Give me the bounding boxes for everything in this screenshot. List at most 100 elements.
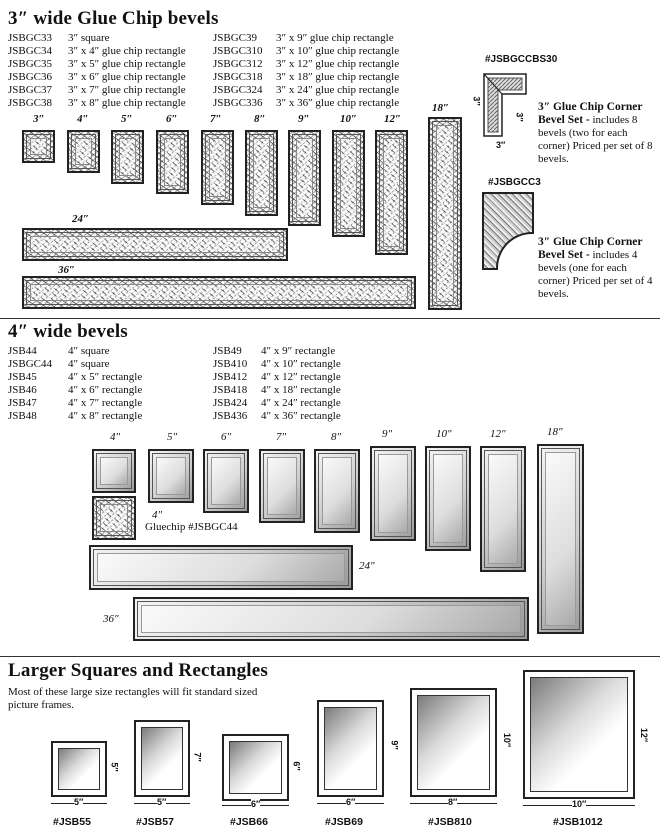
item-code: JSB45: [8, 371, 37, 383]
product-code: #JSB66: [230, 816, 268, 828]
frame-jsb810: [410, 688, 497, 797]
glue-chip-bevel-3x6: [156, 130, 189, 194]
dim-height: 6″: [291, 761, 302, 771]
item-desc: 4″ x 36″ rectangle: [261, 410, 341, 422]
section-subtitle: Most of these large size rectangles will…: [8, 686, 258, 711]
glue-chip-bevel-3x5: [111, 130, 144, 184]
size-label-9: 9″: [382, 428, 393, 440]
dim-height: 12″: [639, 727, 650, 743]
bevel-4x24: [89, 545, 353, 590]
dim-height: 9″: [389, 740, 400, 750]
size-label-9: 9″: [298, 113, 310, 125]
size-label-36: 36″: [58, 264, 76, 276]
item-code: JSB418: [213, 384, 248, 396]
corner-set-2-description: 3″ Glue Chip Corner Bevel Set - includes…: [538, 236, 660, 301]
size-label-5: 5″: [167, 431, 178, 443]
item-desc: 3″ x 36″ glue chip rectangle: [276, 97, 400, 109]
item-code: JSBGC35: [8, 58, 53, 70]
size-label-8: 8″: [331, 431, 342, 443]
item-desc: 3″ x 9″ glue chip rectangle: [276, 32, 394, 44]
item-desc: 3″ x 6″ glue chip rectangle: [68, 71, 186, 83]
item-code: JSBGC318: [213, 71, 263, 83]
item-code: JSBGC312: [213, 58, 263, 70]
gluechip-bevel-4x4: [92, 496, 136, 540]
glue-chip-bevel-3x18: [428, 117, 462, 310]
corner-set-2-text: includes 4 bevels (one for each corner) …: [538, 249, 653, 300]
dim-width: 10″: [572, 799, 587, 809]
corner-set-code: #JSBGCC3: [488, 177, 541, 188]
bevel-4x6: [203, 449, 249, 513]
size-label-7: 7″: [210, 113, 222, 125]
dim-height: 7″: [192, 752, 203, 762]
size-label-12: 12″: [490, 428, 506, 440]
item-code: JSBGC38: [8, 97, 53, 109]
item-desc: 4″ square: [68, 345, 110, 357]
item-code: JSBGC34: [8, 45, 53, 57]
item-desc: 3″ x 8″ glue chip rectangle: [68, 97, 186, 109]
corner-set-1-description: 3″ Glue Chip Corner Bevel Set - includes…: [538, 101, 660, 166]
item-code: JSB412: [213, 371, 248, 383]
bevel-4x36: [133, 597, 529, 641]
item-code: JSBGC336: [213, 97, 263, 109]
product-code: #JSB1012: [553, 816, 603, 828]
item-code: JSBGC324: [213, 84, 263, 96]
item-desc: 3″ square: [68, 32, 110, 44]
frame-jsb66: [222, 734, 289, 801]
size-label-10: 10″: [436, 428, 452, 440]
corner-set-code: #JSBGCCBS30: [485, 54, 558, 65]
item-desc: 3″ x 12″ glue chip rectangle: [276, 58, 400, 70]
frame-jsb69: [317, 700, 384, 797]
size-label-8: 8″: [254, 113, 266, 125]
size-label-18: 18″: [547, 426, 563, 438]
size-label-6: 6″: [221, 431, 232, 443]
item-code: JSB410: [213, 358, 248, 370]
item-code: JSB49: [213, 345, 242, 357]
glue-chip-bevel-3x3: [22, 130, 55, 163]
glue-chip-bevel-3x9: [288, 130, 321, 226]
item-code: JSB47: [8, 397, 37, 409]
section-title-larger: Larger Squares and Rectangles: [8, 660, 269, 681]
item-code: JSBGC44: [8, 358, 53, 370]
bevel-4x18: [537, 444, 584, 634]
item-code: JSB46: [8, 384, 37, 396]
corner-set-1-title: 3″ Glue Chip Corner Bevel Set -: [538, 101, 643, 126]
item-code: JSBGC33: [8, 32, 53, 44]
corner-set-2-title: 3″ Glue Chip Corner Bevel Set -: [538, 236, 643, 261]
bevel-4x4: [92, 449, 136, 493]
size-label-3: 3″: [33, 113, 45, 125]
list-item: JSBGC38 3″ x 8″ glue chip rectangle: [8, 97, 186, 110]
glue-chip-bevel-3x8: [245, 130, 278, 216]
section-title-glue-chip: 3″ wide Glue Chip bevels: [8, 8, 219, 29]
item-code: JSBGC37: [8, 84, 53, 96]
frame-jsb57: [134, 720, 190, 797]
corner-bevel-set-diagram: [483, 73, 527, 137]
glue-chip-bevel-3x24: [22, 228, 288, 261]
dim-height: 5″: [109, 762, 120, 772]
size-label-36: 36″: [103, 613, 119, 625]
item-code: JSB436: [213, 410, 248, 422]
product-code: #JSB57: [136, 816, 174, 828]
bevel-4x10: [425, 446, 471, 551]
product-code: #JSB55: [53, 816, 91, 828]
product-code: #JSB810: [428, 816, 472, 828]
bevel-4x12: [480, 446, 526, 572]
item-desc: 3″ x 10″ glue chip rectangle: [276, 45, 400, 57]
glue-chip-bevel-3x12: [375, 130, 408, 255]
